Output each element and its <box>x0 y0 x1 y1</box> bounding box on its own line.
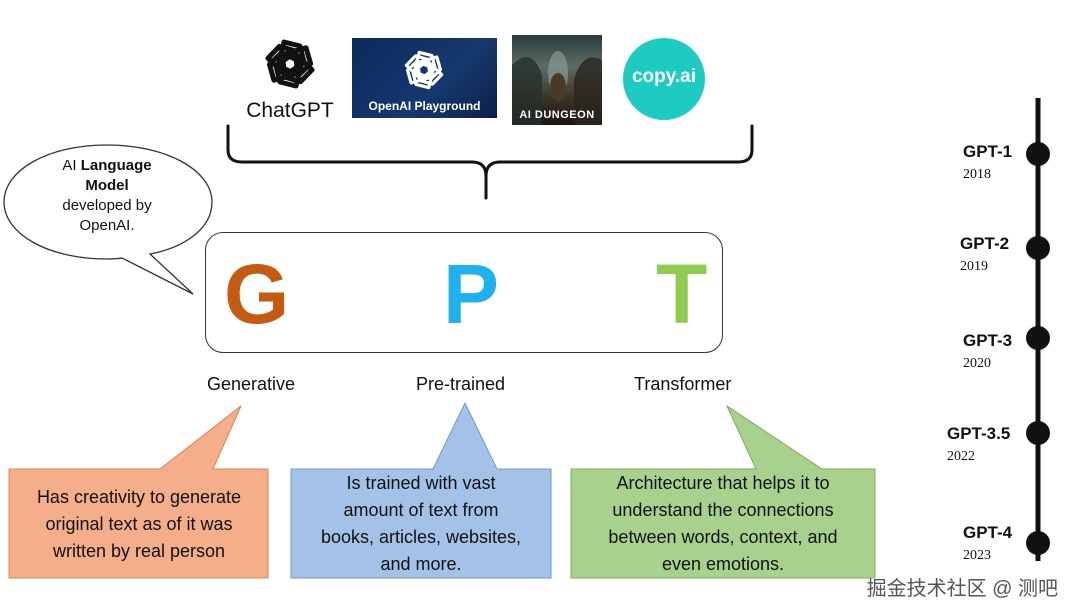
openai-playground-label: OpenAI Playground <box>368 99 481 113</box>
bubble-line3: developed by <box>62 197 152 214</box>
bubble-line1-bold: Language <box>80 157 152 174</box>
dungeon-scene-icon <box>512 51 602 125</box>
timeline-label-gpt-2: GPT-2 <box>960 234 1010 253</box>
callout-pre-trained: Is trained with vast amount of text from… <box>293 470 549 578</box>
timeline-label-gpt-3: GPT-3 <box>963 331 1013 350</box>
openai-playground-logo: OpenAI Playground <box>352 38 497 118</box>
callout-pre-trained-line: amount of text from <box>343 500 499 520</box>
timeline-year-gpt-1: 2018 <box>963 167 991 182</box>
timeline-dot-gpt-3-5 <box>1026 421 1050 445</box>
callout-generative-line: Has creativity to generate <box>36 487 242 507</box>
word-transformer: Transformer <box>634 374 732 394</box>
bubble-line1-prefix: AI <box>62 157 81 174</box>
letter-g: G <box>224 247 290 341</box>
openai-knot-icon <box>404 50 444 90</box>
timeline-year-gpt-3: 2020 <box>963 356 991 371</box>
watermark: 掘金技术社区 @ 测吧 <box>866 578 1058 600</box>
callout-transformer: Architecture that helps it to understand… <box>573 470 873 578</box>
timeline-year-gpt-4: 2023 <box>963 548 991 563</box>
callout-pre-trained-line: books, articles, websites, <box>320 527 522 547</box>
logos-brace <box>226 124 754 200</box>
timeline-dot-gpt-4 <box>1026 531 1050 555</box>
callout-generative-line: original text as of it was <box>45 514 233 534</box>
timeline-dot-gpt-2 <box>1026 236 1050 260</box>
callout-generative-line: written by real person <box>52 541 226 561</box>
letter-t: T <box>656 247 708 341</box>
timeline-label-gpt-3-5: GPT-3.5 <box>947 424 1011 443</box>
callout-generative: Has creativity to generate original text… <box>12 484 266 565</box>
callout-transformer-line: between words, context, and <box>608 527 838 547</box>
copy-ai-label: copy.ai <box>631 66 697 87</box>
chatgpt-logo: ChatGPT <box>243 30 337 125</box>
speech-bubble <box>3 144 213 295</box>
bubble-line4: OpenAI. <box>79 217 135 234</box>
gpt-acronym-box <box>205 232 723 353</box>
timeline-dot-gpt-3 <box>1026 326 1050 350</box>
callout-transformer-line: understand the connections <box>612 500 834 520</box>
callout-transformer-line: Architecture that helps it to <box>616 473 830 493</box>
callout-transformer-line: even emotions. <box>661 554 785 574</box>
callout-pre-trained-line: and more. <box>380 554 462 574</box>
openai-knot-icon <box>265 39 315 89</box>
callout-pre-trained-line: Is trained with vast <box>346 473 496 493</box>
chatgpt-logo-label: ChatGPT <box>246 99 334 122</box>
timeline-year-gpt-2: 2019 <box>960 259 988 274</box>
timeline-label-gpt-4: GPT-4 <box>963 523 1013 542</box>
letter-p: P <box>443 247 500 341</box>
word-generative: Generative <box>207 374 296 394</box>
bubble-text: AI Language Model developed by OpenAI. <box>40 156 174 236</box>
ai-dungeon-label: AI DUNGEON <box>519 109 595 121</box>
timeline-label-gpt-1: GPT-1 <box>963 142 1013 161</box>
timeline-dot-gpt-1 <box>1026 142 1050 166</box>
callout-shapes <box>8 401 876 579</box>
word-pre-trained: Pre-trained <box>416 374 506 394</box>
timeline-axis <box>1026 98 1050 561</box>
timeline-year-gpt-3-5: 2022 <box>947 449 975 464</box>
copy-ai-logo: copy.ai <box>623 38 705 120</box>
bubble-line2-bold: Model <box>85 177 129 194</box>
ai-dungeon-logo: AI DUNGEON <box>512 35 602 125</box>
